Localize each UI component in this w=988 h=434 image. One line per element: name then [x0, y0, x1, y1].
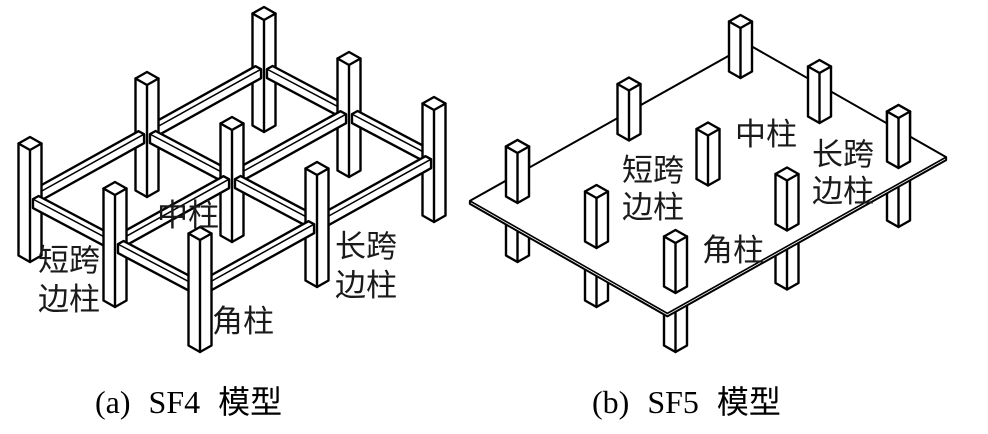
beam-top-edge [117, 178, 230, 242]
sf4-label-short-span-edge-column-line1: 短跨 [38, 243, 100, 279]
sf5-slab-model: 中柱 短跨 边柱 长跨 边柱 角柱 (b) SF5 模型 [468, 13, 948, 420]
beam-top-edge [117, 243, 198, 287]
beam-top-edge [202, 223, 315, 287]
sf4-label-long-span-edge-column-line2: 边柱 [335, 268, 397, 304]
corner-column [421, 95, 447, 224]
beam-top-edge [32, 198, 113, 242]
long-span-edge-column [304, 160, 330, 289]
sf4-labels: 短跨 边柱 中柱 长跨 边柱 角柱 [38, 198, 397, 340]
sf5-label-long-span-edge-column-line1: 长跨 [812, 137, 874, 173]
beam-long-span [312, 154, 433, 232]
long-span-edge-column [774, 166, 800, 232]
beam-top-edge [149, 133, 230, 177]
center-column [695, 121, 721, 187]
beam-top-edge [266, 68, 347, 112]
beam-top-edge [319, 158, 432, 222]
short-span-edge-column [583, 183, 610, 250]
sf5-label-short-span-edge-column-line2: 边柱 [622, 190, 684, 226]
corner-column [187, 225, 213, 354]
sf4-label-corner-column: 角柱 [212, 304, 274, 340]
beam-top-edge [234, 113, 347, 177]
sf4-structure [17, 5, 447, 354]
short-span-edge-column [806, 58, 833, 125]
beam-top-edge [234, 178, 315, 222]
corner-column [662, 228, 689, 295]
sf5-label-long-span-edge-column-line2: 边柱 [812, 174, 874, 210]
corner-column [17, 135, 43, 264]
beam-top-edge [149, 68, 262, 132]
sf4-frame-model: 短跨 边柱 中柱 长跨 边柱 角柱 (a) SF4 模型 [17, 5, 447, 420]
short-span-edge-column [336, 50, 362, 179]
sf4-label-long-span-edge-column-line1: 长跨 [335, 229, 397, 265]
long-span-edge-column [134, 70, 160, 199]
center-column [219, 115, 245, 244]
beam-top-edge [32, 133, 145, 197]
sf5-caption: (b) SF5 模型 [592, 384, 781, 420]
sf4-caption: (a) SF4 模型 [95, 384, 282, 420]
sf4-label-short-span-edge-column-line2: 边柱 [38, 282, 100, 318]
columns-above-slab [504, 13, 912, 295]
corner-column [727, 13, 754, 80]
sf4-label-center-column: 中柱 [157, 198, 219, 234]
short-span-edge-column [102, 180, 128, 309]
corner-column [885, 103, 912, 170]
sf5-label-short-span-edge-column-line1: 短跨 [622, 153, 684, 189]
sf5-label-corner-column: 角柱 [702, 233, 764, 269]
slab-top-front-edge [469, 156, 947, 315]
beam-outline [312, 154, 433, 232]
corner-column [504, 138, 531, 205]
beam-top-edge [351, 113, 432, 157]
sf5-label-center-column: 中柱 [735, 117, 797, 153]
sf5-labels: 中柱 短跨 边柱 长跨 边柱 角柱 [622, 117, 874, 269]
corner-column [251, 5, 277, 134]
long-span-edge-column [616, 76, 642, 142]
sf5-structure [468, 13, 948, 354]
